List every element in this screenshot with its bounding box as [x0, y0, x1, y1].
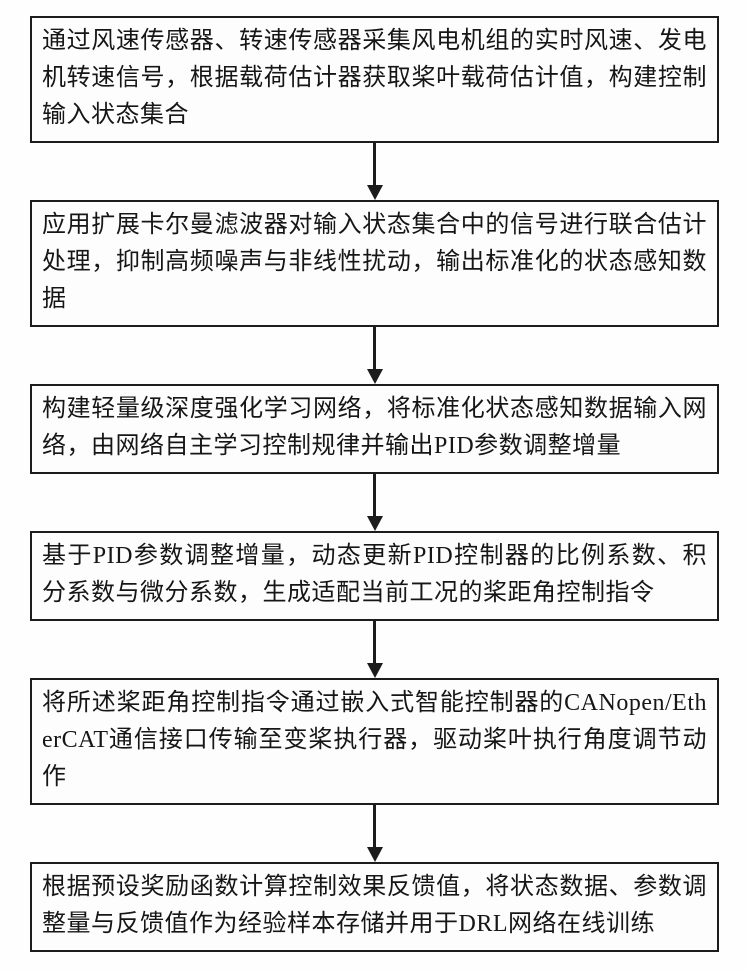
arrow-head-icon [366, 663, 383, 678]
arrow-stem [373, 621, 376, 663]
arrow-stem [373, 327, 376, 369]
flow-step-6: 根据预设奖励函数计算控制效果反馈值，将状态数据、参数调整量与反馈值作为经验样本存… [30, 862, 719, 952]
arrow-stem [373, 474, 376, 516]
flow-arrow-1 [366, 143, 383, 200]
flow-step-1: 通过风速传感器、转速传感器采集风电机组的实时风速、发电机转速信号，根据载荷估计器… [30, 16, 719, 143]
flow-step-3: 构建轻量级深度强化学习网络，将标准化状态感知数据输入网络，由网络自主学习控制规律… [30, 384, 719, 474]
flow-arrow-4 [366, 621, 383, 678]
arrow-head-icon [366, 185, 383, 200]
flow-step-4-text: 基于PID参数调整增量，动态更新PID控制器的比例系数、积分系数与微分系数，生成… [42, 543, 707, 606]
flow-step-5: 将所述桨距角控制指令通过嵌入式智能控制器的CANopen/EtherCAT通信接… [30, 678, 719, 805]
flow-step-2: 应用扩展卡尔曼滤波器对输入状态集合中的信号进行联合估计处理，抑制高频噪声与非线性… [30, 200, 719, 327]
flow-step-4: 基于PID参数调整增量，动态更新PID控制器的比例系数、积分系数与微分系数，生成… [30, 531, 719, 621]
flow-arrow-2 [366, 327, 383, 384]
arrow-stem [373, 143, 376, 185]
flow-step-2-text: 应用扩展卡尔曼滤波器对输入状态集合中的信号进行联合估计处理，抑制高频噪声与非线性… [42, 212, 707, 312]
flow-arrow-5 [366, 805, 383, 862]
arrow-stem [373, 805, 376, 847]
arrow-head-icon [366, 516, 383, 531]
arrow-head-icon [366, 847, 383, 862]
arrow-head-icon [366, 369, 383, 384]
flow-arrow-3 [366, 474, 383, 531]
flow-step-1-text: 通过风速传感器、转速传感器采集风电机组的实时风速、发电机转速信号，根据载荷估计器… [42, 28, 707, 128]
flow-step-5-text: 将所述桨距角控制指令通过嵌入式智能控制器的CANopen/EtherCAT通信接… [42, 690, 707, 790]
flow-step-3-text: 构建轻量级深度强化学习网络，将标准化状态感知数据输入网络，由网络自主学习控制规律… [42, 396, 707, 459]
flow-step-6-text: 根据预设奖励函数计算控制效果反馈值，将状态数据、参数调整量与反馈值作为经验样本存… [42, 874, 707, 937]
